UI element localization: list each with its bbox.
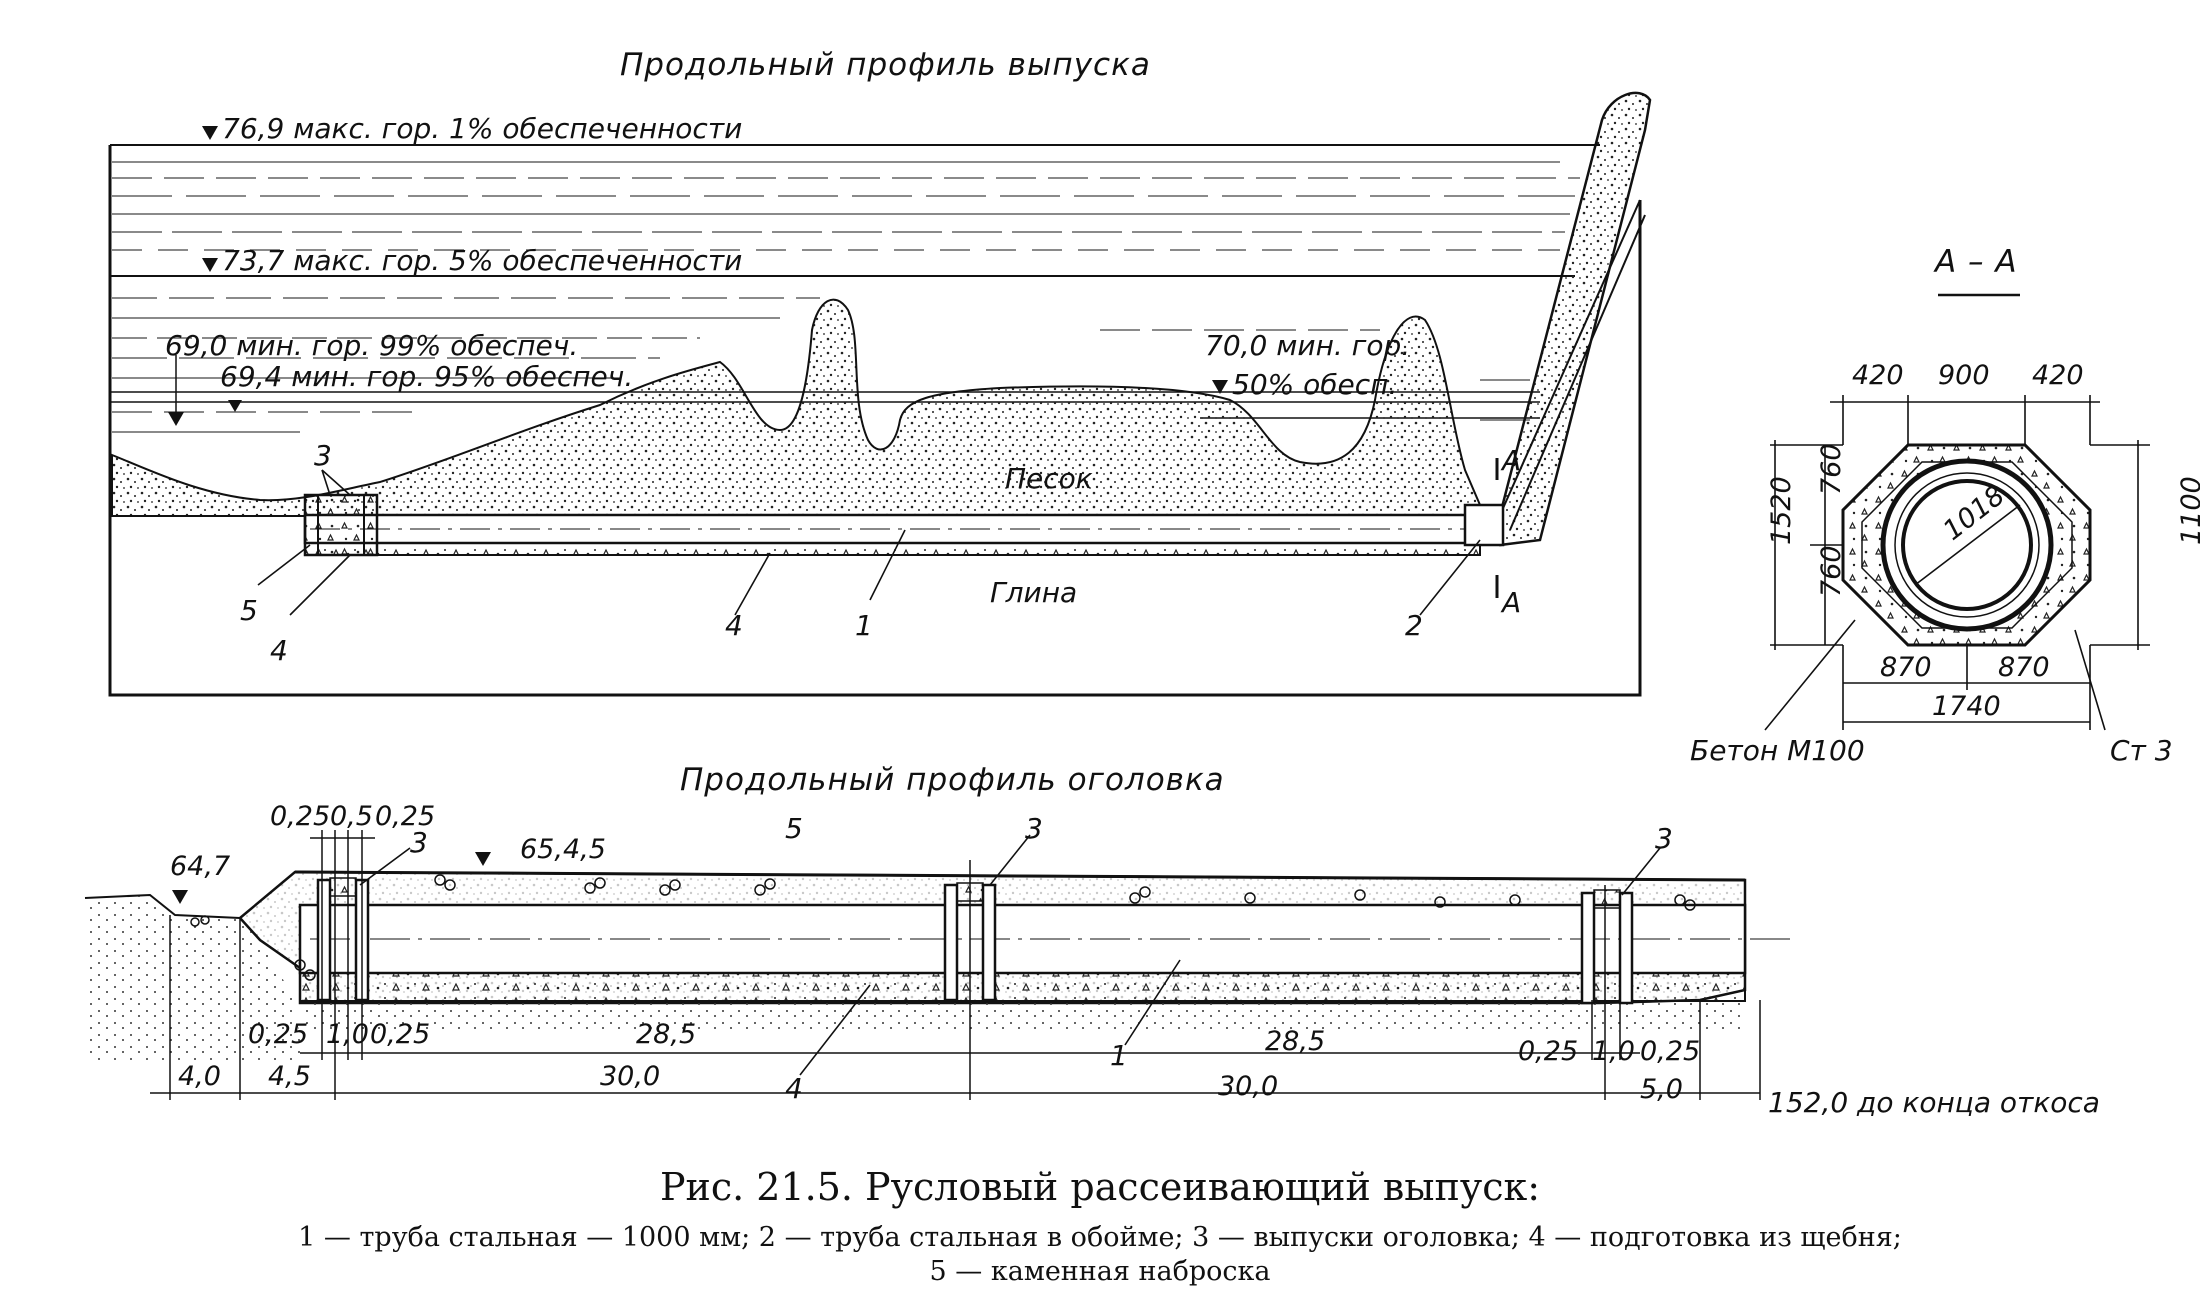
section-height-lower: 760 (1816, 545, 1847, 597)
level-label-95pct: 69,4 мин. гор. 95% обеспеч. (220, 360, 633, 393)
figure-caption: Рис. 21.5. Русловый рассеивающий выпуск: (659, 1165, 1541, 1209)
callout-4-profile-mid: 4 (725, 609, 743, 642)
dim-r1-4: 28,5 (1265, 1026, 1325, 1057)
level-marker-5pct (202, 258, 218, 272)
level-marker-50pct (1212, 380, 1228, 394)
riser-pipe (1477, 91, 1652, 547)
outlet-head-block (303, 493, 379, 557)
dim-r1-1: 1,0 (326, 1019, 369, 1050)
dim-r1-3: 28,5 (636, 1019, 696, 1050)
level-label-50pct-a: 70,0 мин. гор. (1205, 329, 1410, 362)
profile-leaders (257, 469, 1481, 616)
level-label-50pct-b: 50% обесп. (1232, 368, 1397, 401)
head-title: Продольный профиль оголовка (680, 762, 1225, 798)
callout-3-head-left: 3 (410, 826, 428, 859)
gravel-layer (304, 542, 1481, 556)
dim-r1-2: 0,25 (370, 1019, 430, 1050)
head-top-dim-3: 0,25 (375, 801, 435, 832)
callout-5-head: 5 (785, 812, 803, 845)
section-top-dim-1: 420 (1852, 360, 1904, 391)
level-marker-1pct (202, 126, 218, 140)
callout-4-profile-left: 4 (270, 634, 288, 667)
section-height-total: 1520 (1766, 476, 1797, 545)
dim-r1-7: 0,25 (1640, 1036, 1700, 1067)
section-mark-a-bottom: А (1500, 586, 1521, 619)
clay-label: Глина (990, 576, 1077, 609)
dim-r2-1: 4,5 (268, 1061, 311, 1092)
section-mark-a-top: А (1500, 444, 1521, 477)
section-right-dim: 1100 (2176, 476, 2200, 545)
section-title: А – А (1933, 244, 2018, 280)
diameter-line (1914, 504, 2021, 586)
figure-legend-line-1: 1 — труба стальная — 1000 мм; 2 — труба … (298, 1222, 1902, 1253)
section-top-dim-2: 900 (1938, 360, 1990, 391)
head-top-dim-2: 0,5 (330, 801, 373, 832)
profile-title: Продольный профиль выпуска (620, 47, 1151, 83)
figure-legend-line-2: 5 — каменная наброска (929, 1256, 1271, 1287)
sand-label: Песок (1005, 462, 1093, 495)
callout-3-head-right: 3 (1655, 822, 1673, 855)
end-note: 152,0 до конца откоса (1768, 1086, 2100, 1119)
head-gravel (299, 972, 1746, 1002)
section-dim-lines (1764, 395, 2150, 731)
callout-3-profile: 3 (314, 439, 332, 472)
callout-3-head-mid: 3 (1025, 812, 1043, 845)
callout-2-profile: 2 (1405, 609, 1423, 642)
head-top-dim-1: 0,25 (270, 801, 330, 832)
riser-bend-block (1463, 503, 1505, 547)
level-label-5pct: 73,7 макс. гор. 5% обеспеченности (222, 244, 742, 277)
head-profile: Продольный профиль оголовка (84, 762, 2100, 1119)
level-marker-95pct (228, 400, 242, 412)
concrete-label: Бетон М100 (1690, 734, 1865, 767)
section-bottom-dim-2: 870 (1998, 652, 2050, 683)
section-top-dim-3: 420 (2032, 360, 2084, 391)
callout-5-profile: 5 (240, 594, 258, 627)
head-leaders (359, 834, 1661, 1076)
level-value-64-7: 64,7 (170, 851, 230, 882)
head-risers (316, 878, 1634, 1005)
head-ext-lines (169, 830, 1761, 1100)
callout-1-head: 1 (1110, 1039, 1128, 1072)
level-label-1pct: 76,9 макс. гор. 1% обеспеченности (222, 112, 742, 145)
dim-r1-5: 0,25 (1518, 1036, 1578, 1067)
dim-r2-0: 4,0 (178, 1061, 221, 1092)
steel-label: Ст 3 (2110, 734, 2173, 767)
level-marker-99pct (168, 412, 184, 426)
dim-r2-3: 30,0 (1218, 1071, 1278, 1102)
dim-r2-2: 30,0 (600, 1061, 660, 1092)
head-ground-left (85, 895, 300, 1062)
level-label-99pct: 69,0 мин. гор. 99% обеспеч. (165, 329, 578, 362)
callout-4-head: 4 (785, 1072, 803, 1105)
stone-rubble (190, 874, 1696, 981)
cross-section: А – А 1018 (1690, 244, 2200, 767)
dim-r1-6: 1,0 (1592, 1036, 1635, 1067)
level-value-65-45: 65,4,5 (520, 834, 606, 865)
dim-r1-0: 0,25 (248, 1019, 308, 1050)
profile-frame (108, 145, 1642, 697)
section-bottom-dim-1: 870 (1880, 652, 1932, 683)
section-height-upper: 760 (1816, 443, 1847, 495)
level-marker-65-45 (475, 852, 491, 866)
dim-r2-4: 5,0 (1640, 1074, 1683, 1105)
water-hatching (112, 161, 1580, 433)
outlet-profile: Продольный профиль выпуска (108, 47, 1652, 697)
sand-bed (111, 298, 1481, 517)
section-total-width: 1740 (1932, 691, 2001, 722)
level-marker-64-7 (172, 890, 188, 904)
callout-1-profile: 1 (855, 609, 873, 642)
